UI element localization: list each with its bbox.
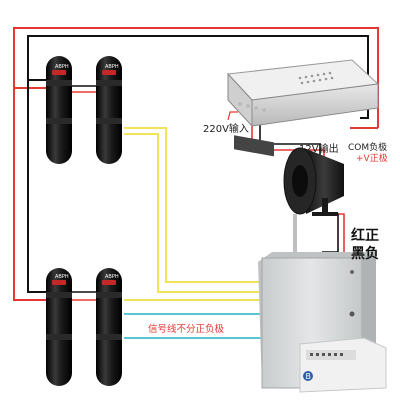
siren-horn [283, 147, 344, 216]
sensor-badge-bl: ABPH [55, 274, 69, 280]
red-power-wire-outer [13, 27, 379, 301]
black-negative-label: 黑负 [351, 246, 379, 262]
beam-sensor-top-left [46, 56, 72, 164]
red-positive-label: 红正 [351, 228, 379, 244]
sensor-badge-br: ABPH [105, 274, 119, 280]
keypad-panel: B [299, 337, 387, 393]
black-ground-wire-outer [27, 35, 369, 293]
wires [13, 27, 379, 339]
beam-sensor-top-right [96, 56, 122, 164]
v-positive-label: +V正极 [356, 154, 388, 164]
beam-sensor-bottom-left [46, 268, 72, 386]
com-negative-label: COM负极 [348, 143, 388, 153]
beam-sensor-bottom-right [96, 268, 122, 386]
brand-logo: B [306, 372, 312, 381]
yellow-signal-wire-top-2 [124, 133, 262, 293]
sensor-badge-tl: ABPH [55, 64, 69, 70]
psu-terminal-block [234, 102, 274, 157]
sensor-badge-tr: ABPH [105, 64, 119, 70]
ac-input-wires [227, 111, 238, 121]
psu-vent-holes [298, 71, 334, 85]
siren-black-wire [322, 213, 339, 253]
dc-output-label: 12V输出 [299, 144, 339, 155]
power-supply-unit [226, 59, 380, 157]
yellow-signal-wire-top [124, 127, 262, 283]
signal-wire-note: 信号线不分正负极 [148, 324, 225, 335]
ac-input-label: 220V输入 [203, 124, 249, 135]
